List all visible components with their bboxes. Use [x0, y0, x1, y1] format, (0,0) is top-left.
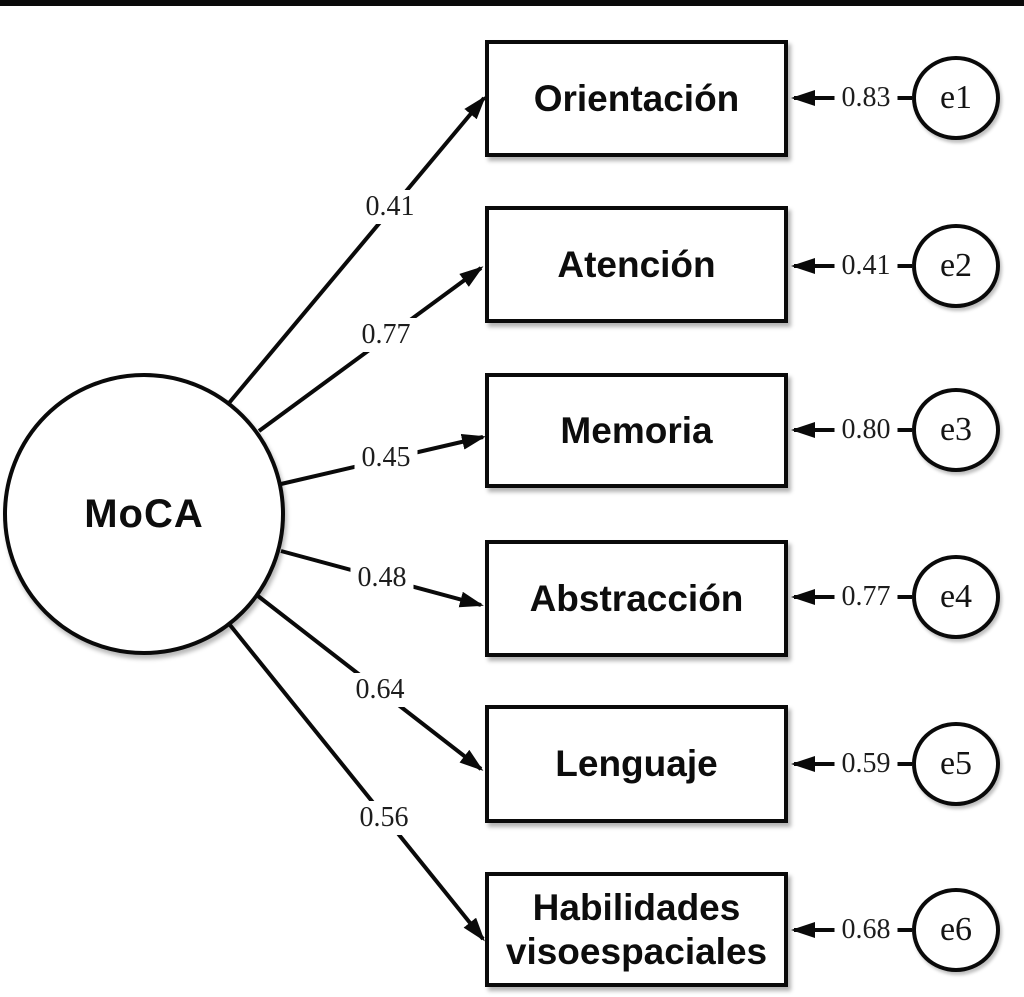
- error-coefficient-e2: 0.41: [834, 249, 898, 283]
- error-coefficient-e1: 0.83: [834, 81, 898, 115]
- error-term-e4: e4: [912, 555, 1000, 639]
- factor-box-memoria: Memoria: [485, 373, 788, 488]
- error-coefficient-e5: 0.59: [834, 747, 898, 781]
- factor-box-habilidades-visoespaciales: Habilidades visoespaciales: [485, 872, 788, 987]
- latent-variable-moca: MoCA: [3, 373, 285, 655]
- factor-label: Habilidades visoespaciales: [505, 886, 768, 972]
- error-term-label: e5: [939, 745, 973, 782]
- factor-box-atencion: Atención: [485, 206, 788, 323]
- figure-top-border: [0, 0, 1024, 6]
- error-term-e3: e3: [912, 388, 1000, 472]
- error-term-label: e2: [939, 247, 973, 284]
- error-term-label: e6: [939, 911, 973, 948]
- error-coefficient-e3: 0.80: [834, 413, 898, 447]
- loading-coefficient-abstraccion: 0.48: [350, 561, 414, 595]
- error-term-e2: e2: [912, 224, 1000, 308]
- latent-variable-label: MoCA: [84, 491, 204, 536]
- error-term-label: e1: [939, 79, 973, 116]
- loading-coefficient-lenguaje: 0.64: [348, 673, 412, 707]
- error-term-e5: e5: [912, 722, 1000, 806]
- loading-coefficient-orientacion: 0.41: [358, 190, 422, 224]
- factor-label: Atención: [557, 243, 716, 285]
- error-term-e6: e6: [912, 888, 1000, 972]
- loading-coefficient-habilidades: 0.56: [352, 801, 416, 835]
- loading-coefficient-atencion: 0.77: [354, 318, 418, 352]
- loading-arrow-habilidades: [228, 623, 485, 942]
- loading-coefficient-memoria: 0.45: [354, 441, 418, 475]
- error-coefficient-e6: 0.68: [834, 913, 898, 947]
- loading-arrow-orientacion: [227, 95, 486, 405]
- factor-label: Memoria: [560, 409, 713, 451]
- error-coefficient-e4: 0.77: [834, 580, 898, 614]
- factor-label: Abstracción: [529, 577, 744, 619]
- factor-label: Lenguaje: [555, 743, 718, 785]
- factor-box-lenguaje: Lenguaje: [485, 705, 788, 823]
- error-term-e1: e1: [912, 56, 1000, 140]
- factor-label: Orientación: [533, 77, 740, 119]
- error-term-label: e4: [939, 578, 973, 615]
- factor-box-abstraccion: Abstracción: [485, 540, 788, 657]
- factor-box-orientacion: Orientación: [485, 40, 788, 157]
- error-term-label: e3: [939, 411, 973, 448]
